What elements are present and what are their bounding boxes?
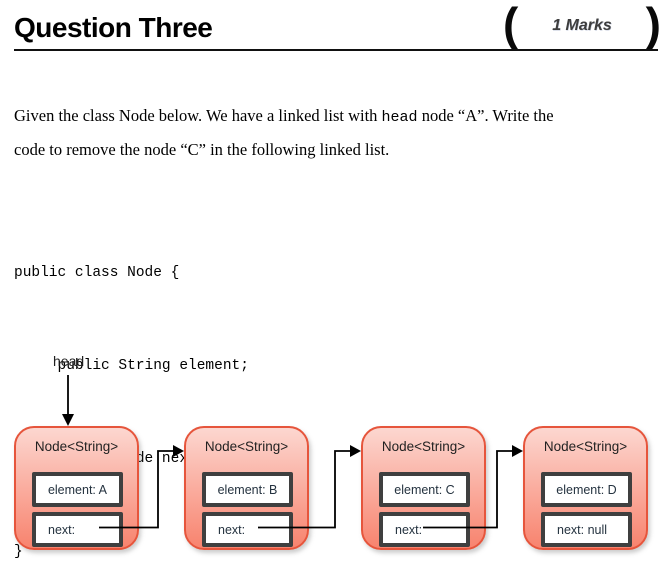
marks-badge: ( 1 Marks ) — [503, 0, 661, 52]
node-card-d: Node<String> element: D next: null — [523, 426, 648, 550]
marks-bracket-left: ( — [503, 0, 519, 50]
question-line2: code to remove the node “C” in the follo… — [14, 140, 390, 159]
node-title: Node<String> — [381, 439, 466, 454]
node-title: Node<String> — [543, 439, 628, 454]
header-rule — [14, 49, 658, 51]
element-slot: element: C — [379, 472, 470, 507]
next-slot: next: — [32, 512, 123, 547]
next-slot: next: — [379, 512, 470, 547]
element-slot: element: A — [32, 472, 123, 507]
question-line1-post: node “A”. Write the — [417, 106, 554, 125]
node-card-a: Node<String> element: A next: — [14, 426, 139, 550]
code-line: public class Node { — [14, 265, 180, 281]
next-slot: next: null — [541, 512, 632, 547]
head-label: head — [53, 353, 85, 369]
element-slot: element: D — [541, 472, 632, 507]
node-card-b: Node<String> element: B next: — [184, 426, 309, 550]
element-slot: element: B — [202, 472, 293, 507]
marks-value: 1 Marks — [552, 17, 612, 34]
head-arrow — [62, 375, 74, 426]
page-title: Question Three — [14, 12, 213, 43]
inline-code-head: head — [381, 109, 418, 126]
node-title: Node<String> — [204, 439, 289, 454]
marks-bracket-right: ) — [645, 0, 661, 50]
next-slot: next: — [202, 512, 293, 547]
node-card-c: Node<String> element: C next: — [361, 426, 486, 550]
code-line: } — [14, 544, 23, 560]
question-line1-pre: Given the class Node below. We have a li… — [14, 106, 382, 125]
question-text: Given the class Node below. We have a li… — [14, 100, 654, 166]
node-title: Node<String> — [34, 439, 119, 454]
code-line: public String element; — [14, 358, 249, 374]
linked-list-diagram: head Node<String> element: A next: Node<… — [0, 340, 672, 578]
